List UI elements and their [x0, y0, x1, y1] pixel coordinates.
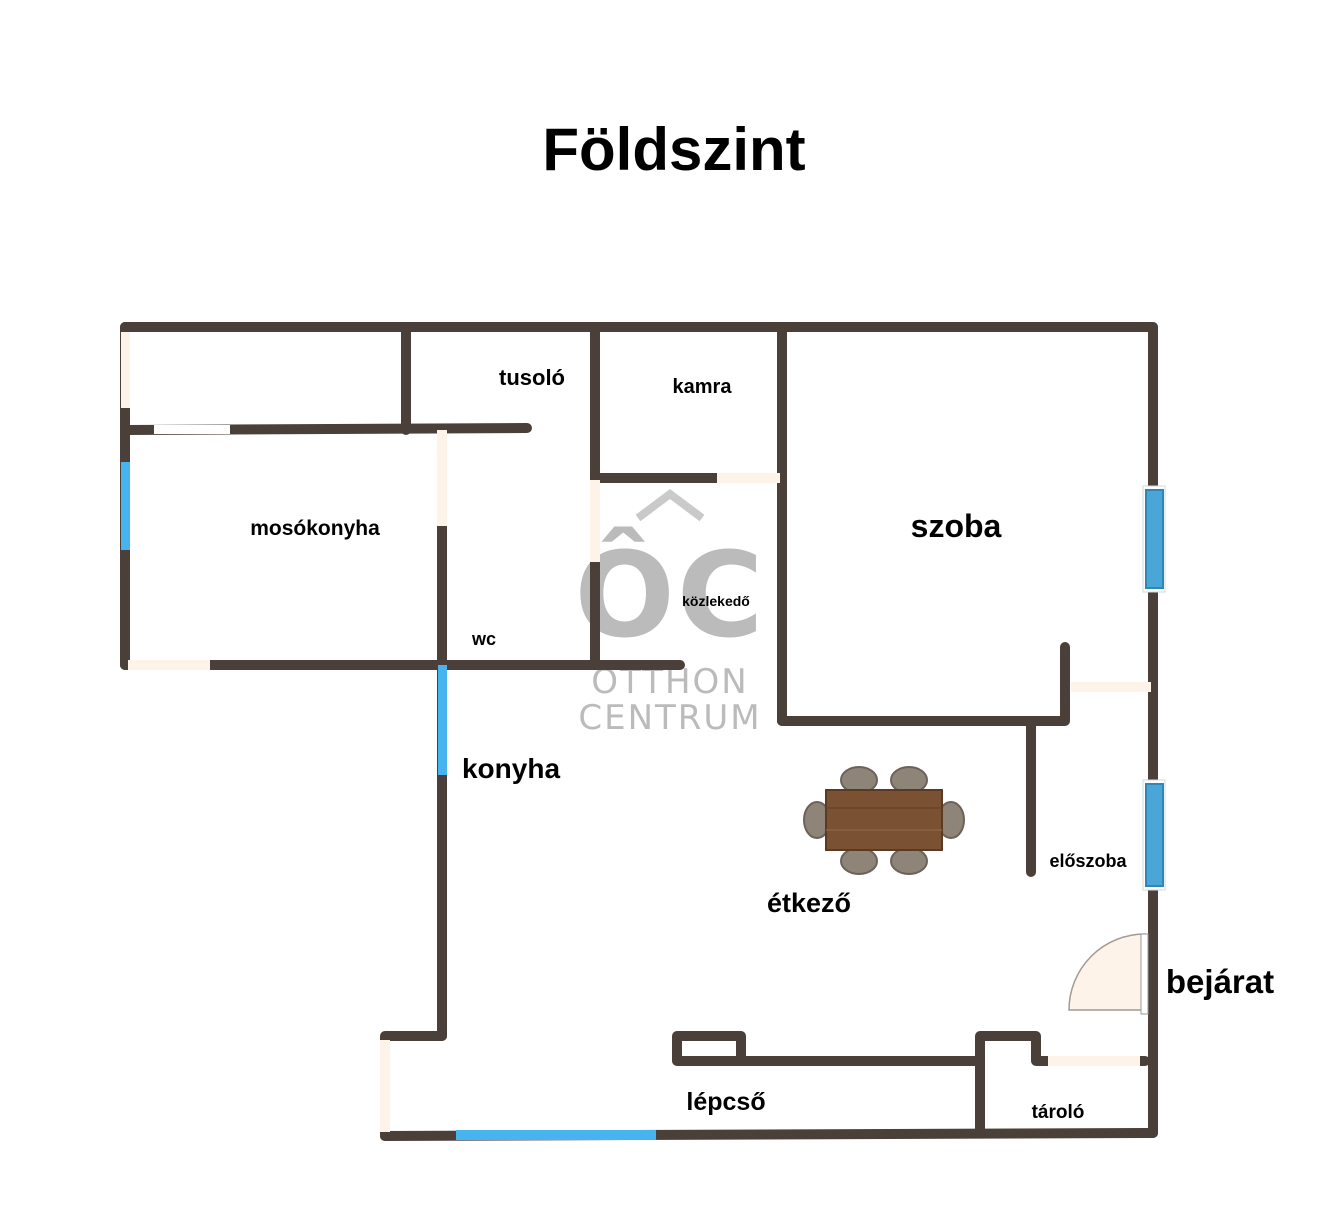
- window-szoba: [1142, 485, 1166, 593]
- watermark-logo: ÔC OTTHON CENTRUM: [575, 489, 766, 738]
- label-konyha: konyha: [462, 753, 560, 784]
- door-opening-wc: [437, 430, 447, 526]
- door-openings: [121, 332, 1151, 1132]
- door-leaf: [1140, 933, 1149, 1015]
- label-lepcso: lépcső: [686, 1088, 765, 1116]
- window-lepcso: [456, 1130, 656, 1140]
- chair-icon: [840, 847, 878, 875]
- door-opening-bottom-left: [128, 660, 210, 670]
- watermark-line-2: CENTRUM: [578, 698, 761, 738]
- floor-title: Földszint: [542, 116, 805, 183]
- label-mosokonyha: mosókonyha: [250, 517, 380, 540]
- table-top: [825, 789, 943, 851]
- door-swing-arc: [1068, 933, 1146, 1011]
- label-tusolo: tusoló: [499, 365, 565, 390]
- wall-stair-box: [672, 1031, 746, 1066]
- door-opening-kozlekedo: [590, 480, 600, 562]
- door-opening-top-left: [121, 332, 130, 408]
- wall-szoba-bottom: [777, 642, 1070, 726]
- window-mosokonyha: [121, 462, 130, 550]
- windows: [121, 462, 1166, 1140]
- watermark-logo-text: ÔC: [575, 526, 766, 664]
- wall-kitchen-corner: [380, 1031, 447, 1141]
- chair-icon: [890, 847, 928, 875]
- chair-icons: [803, 766, 965, 875]
- door-opening-kamra: [717, 473, 780, 483]
- door-opening-kitchen: [380, 1040, 390, 1132]
- door-opening-mosokonyha: [154, 425, 230, 434]
- entrance-door: [1068, 933, 1149, 1015]
- door-opening-tarolo: [1048, 1056, 1140, 1066]
- label-eloszoba: előszoba: [1049, 851, 1127, 871]
- door-opening-szoba: [1071, 682, 1151, 692]
- label-kozlekedo: közlekedő: [682, 593, 750, 609]
- label-szoba: szoba: [911, 508, 1002, 544]
- window-konyha: [438, 665, 447, 775]
- label-kamra: kamra: [673, 376, 733, 398]
- room-labels: tusoló kamra mosókonyha szoba közlekedő …: [250, 365, 1274, 1123]
- watermark-roof-icon: [635, 489, 705, 522]
- label-tarolo: tároló: [1032, 1102, 1085, 1123]
- label-wc: wc: [471, 629, 496, 649]
- window-eloszoba: [1142, 779, 1166, 891]
- label-etkezo: étkező: [767, 888, 851, 918]
- label-bejarat: bejárat: [1166, 963, 1274, 1000]
- dining-table: [803, 766, 965, 875]
